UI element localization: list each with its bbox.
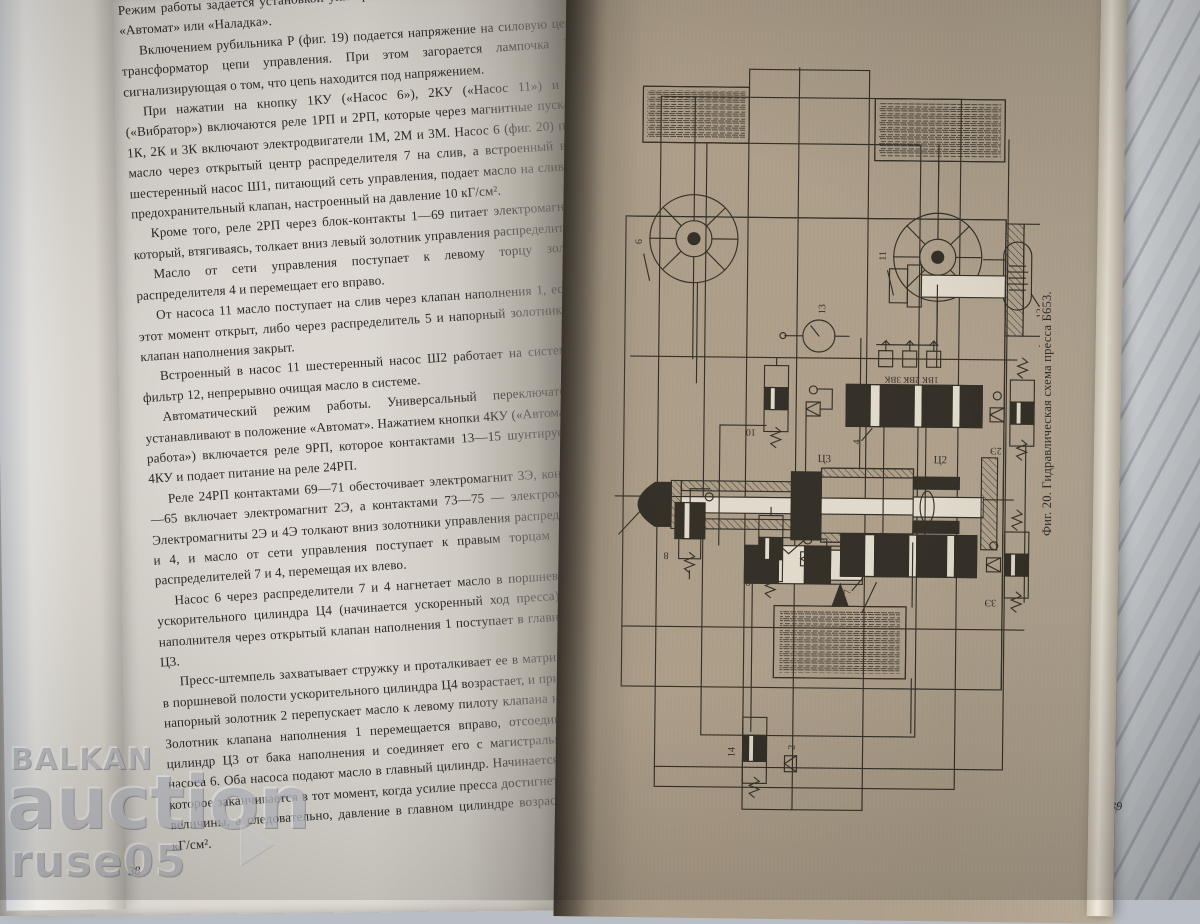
svg-text:13: 13 bbox=[817, 304, 828, 314]
svg-text:Ц3: Ц3 bbox=[818, 453, 832, 465]
svg-text:4: 4 bbox=[852, 439, 863, 444]
hydraulic-schematic: Ц3 Ц2 bbox=[596, 18, 1040, 828]
svg-text:6: 6 bbox=[634, 239, 645, 244]
left-page-number: 38 bbox=[127, 863, 141, 879]
svg-text:2: 2 bbox=[787, 745, 798, 750]
svg-text:2Э: 2Э bbox=[990, 445, 1002, 456]
figure-caption: Фиг. 20. Гидравлическая схема пресса Б65… bbox=[1040, 291, 1054, 536]
svg-text:14: 14 bbox=[726, 747, 737, 757]
svg-text:3Э: 3Э bbox=[984, 597, 996, 608]
svg-text:10: 10 bbox=[746, 426, 756, 437]
svg-text:Ц2: Ц2 bbox=[934, 454, 948, 466]
svg-text:1ВК 2ВК 3ВК: 1ВК 2ВК 3ВК bbox=[883, 375, 938, 386]
svg-text:8: 8 bbox=[664, 549, 669, 560]
open-book: Режим работы задается установкой универс… bbox=[0, 0, 1200, 900]
svg-text:7: 7 bbox=[842, 589, 853, 594]
svg-text:9: 9 bbox=[745, 576, 750, 587]
svg-text:12: 12 bbox=[1035, 308, 1040, 318]
left-page-edge bbox=[0, 0, 127, 911]
svg-text:17: 17 bbox=[1039, 337, 1040, 348]
hydraulic-schematic-drawing: Ц3 Ц2 bbox=[596, 18, 1040, 828]
svg-text:11: 11 bbox=[878, 251, 889, 261]
